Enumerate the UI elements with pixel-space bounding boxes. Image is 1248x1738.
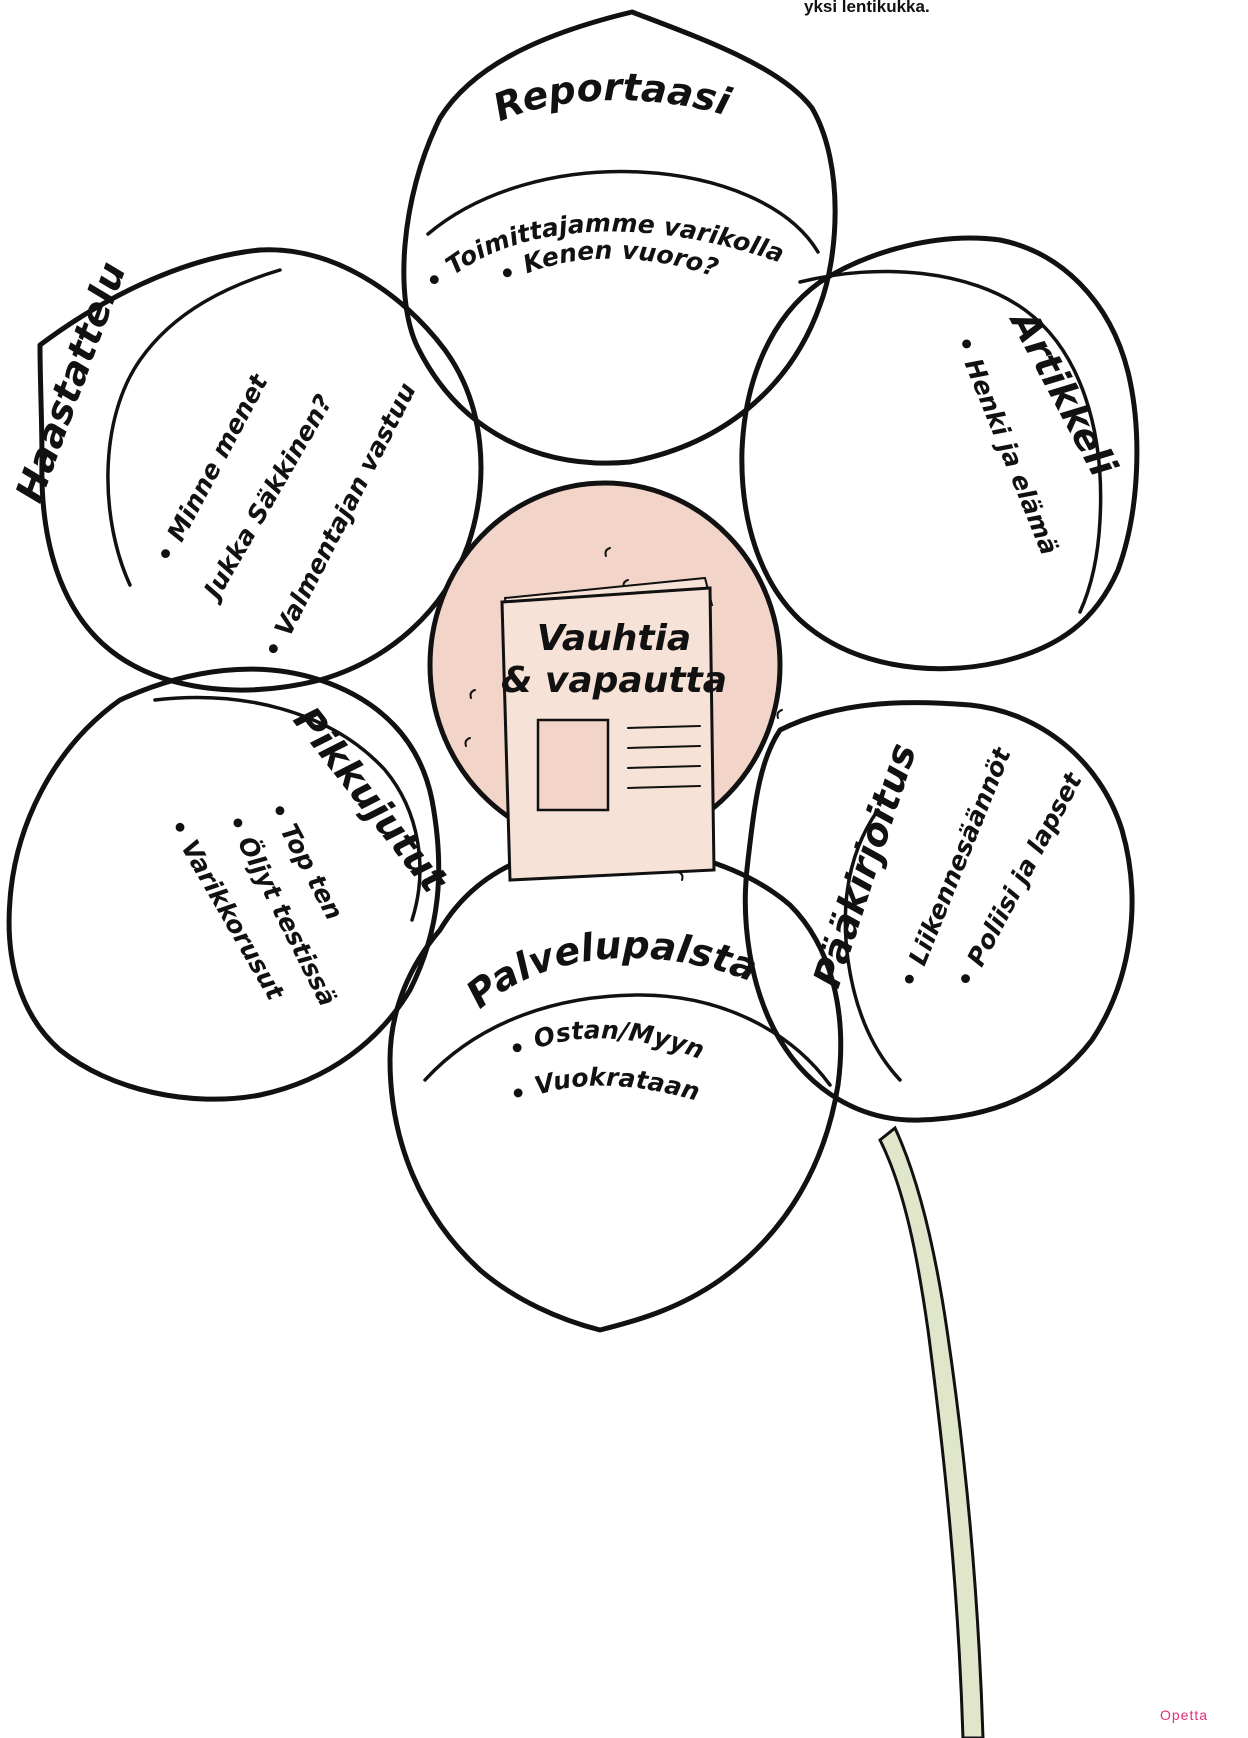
petal-shape (37, 247, 484, 693)
petal-shape (6, 666, 442, 1102)
corner-note: yksi lentikukka. (804, 0, 930, 16)
stem-shape (878, 1125, 985, 1738)
center-title-line1: Vauhtia (537, 618, 691, 659)
petal-shape (739, 235, 1140, 672)
list-item: • Valmentajan vastuu (258, 378, 422, 663)
petal-title: Reportaasi (487, 65, 736, 130)
flower-stem (878, 1125, 985, 1738)
petal-title: Palvelupalsta (458, 923, 763, 1017)
flower-center: Vauhtia & vapautta (427, 480, 783, 882)
petal-artikkeli: Artikkeli • Henki ja elämä (739, 235, 1140, 672)
list-item: • Ostan/Myyn (504, 1015, 709, 1065)
petal-shape (401, 9, 838, 466)
petal-shape (742, 700, 1135, 1123)
petal-palvelupalsta: Palvelupalsta • Ostan/Myyn • Vuokrataan (387, 842, 844, 1333)
center-title-line2: & vapautta (501, 660, 727, 701)
newspaper-icon (500, 576, 716, 882)
list-item: • Vuokrataan (505, 1063, 703, 1111)
footer-label: Opetta (1160, 1707, 1208, 1723)
petal-title: Haastattelu (7, 256, 134, 508)
